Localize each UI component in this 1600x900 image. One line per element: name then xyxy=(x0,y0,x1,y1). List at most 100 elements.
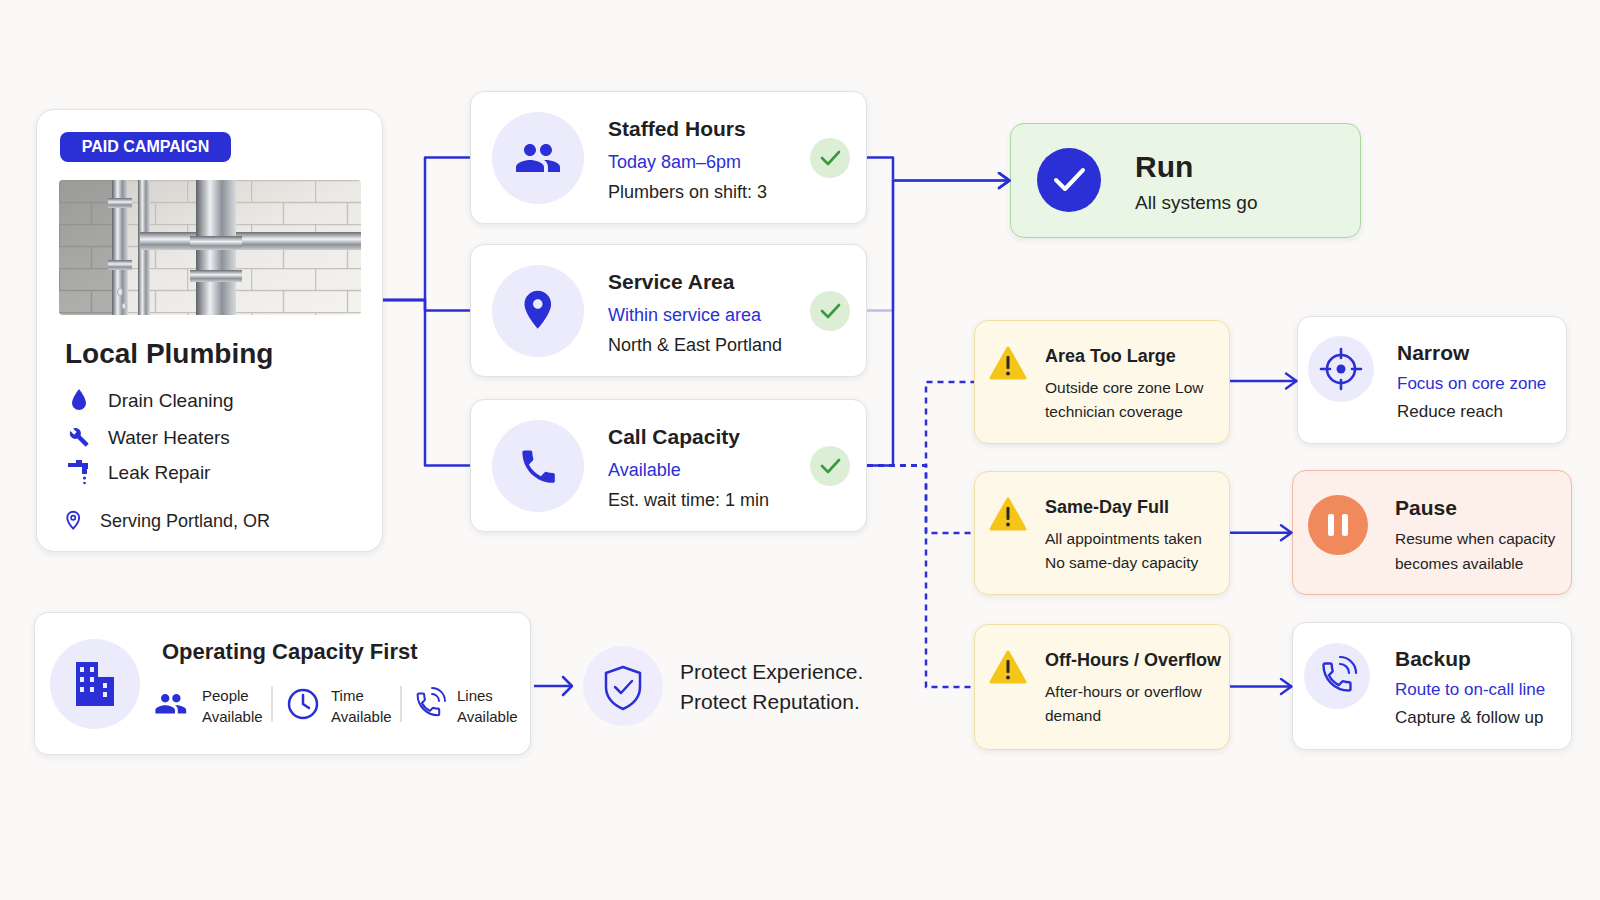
connector-line xyxy=(867,181,1010,311)
action-box: PauseResume when capacity becomes availa… xyxy=(1292,470,1572,595)
building-icon xyxy=(80,687,84,692)
lines-phone-icon xyxy=(432,688,445,701)
faucet-icon xyxy=(68,460,88,484)
plumbing-photo xyxy=(59,180,361,315)
node-text: All appointments taken No same-day capac… xyxy=(1045,527,1219,575)
people-icon xyxy=(155,694,186,714)
node-title: PAID CAMPAIGN xyxy=(60,132,231,162)
node-text: Drain Cleaning xyxy=(108,388,368,414)
building-icon xyxy=(90,667,94,672)
check-badge xyxy=(822,305,839,317)
check-badge xyxy=(810,138,850,178)
check-badge xyxy=(822,152,839,164)
campaign-badge: PAID CAMPAIGN xyxy=(60,132,231,162)
oncall-phone-icon xyxy=(1324,664,1351,691)
divider-line xyxy=(272,686,401,722)
lines-phone-icon xyxy=(418,688,445,715)
warning-icon xyxy=(1007,356,1010,369)
warning-icon xyxy=(1007,507,1010,520)
check-badge xyxy=(810,291,850,331)
leader-arrow xyxy=(563,677,572,695)
node-title: Call Capacity xyxy=(608,423,828,451)
phone-icon xyxy=(522,450,554,482)
connector-line xyxy=(383,158,470,301)
location-icon xyxy=(492,265,584,357)
warning-icon xyxy=(1006,676,1010,680)
plumbing-photo xyxy=(59,180,119,315)
run-check-icon xyxy=(1037,148,1101,212)
run-check-icon xyxy=(1037,148,1101,212)
building-icon xyxy=(76,662,98,706)
phone-icon xyxy=(492,420,584,512)
plumbing-photo xyxy=(108,198,132,208)
node-title: Narrow xyxy=(1397,339,1562,367)
oncall-phone-icon xyxy=(1324,664,1351,691)
people-icon xyxy=(155,694,186,714)
check-badge xyxy=(822,460,839,472)
shield-icon xyxy=(606,667,640,709)
node-text: Within service area xyxy=(608,302,828,328)
node-text: Time Available xyxy=(331,685,401,727)
check-box: Call CapacityAvailableEst. wait time: 1 … xyxy=(470,399,867,532)
node-title: Off-Hours / Overflow xyxy=(1045,647,1227,673)
connector-line xyxy=(1230,532,1292,535)
staff-icon xyxy=(516,144,560,172)
warning-icon xyxy=(1006,523,1010,527)
campaign-card: Local PlumbingDrain CleaningWater Heater… xyxy=(36,109,383,552)
clock-icon xyxy=(303,695,309,708)
node-text: Focus on core zone xyxy=(1397,371,1562,397)
location-icon xyxy=(525,291,552,329)
run-check-icon xyxy=(1056,170,1083,189)
node-title: Local Plumbing xyxy=(65,337,365,371)
node-text: North & East Portland xyxy=(608,332,828,358)
warning-icon xyxy=(991,348,1025,682)
pause-icon xyxy=(1308,495,1368,555)
location-icon xyxy=(525,291,552,329)
node-title: Area Too Large xyxy=(1045,343,1227,369)
pin-icon xyxy=(67,512,79,529)
action-box: BackupRoute to on-call lineCapture & fol… xyxy=(1292,622,1572,750)
action-box: NarrowFocus on core zoneReduce reach xyxy=(1297,316,1567,444)
node-text: Est. wait time: 1 min xyxy=(608,487,828,513)
target-icon xyxy=(1308,336,1374,402)
building-icon xyxy=(90,687,94,692)
node-title: Run xyxy=(1135,149,1335,185)
target-icon xyxy=(1337,365,1346,374)
connector-line xyxy=(867,181,1010,466)
oncall-phone-icon xyxy=(1304,643,1370,709)
node-text: People Available xyxy=(202,685,272,727)
plumbing-photo xyxy=(138,180,150,315)
node-title: Backup xyxy=(1395,645,1565,673)
check-badge xyxy=(810,446,850,486)
pause-icon xyxy=(1308,495,1368,555)
node-text: Capture & follow up xyxy=(1395,705,1565,731)
check-box: Service AreaWithin service areaNorth & E… xyxy=(470,244,867,377)
plumbing-photo xyxy=(112,180,128,315)
shield-icon xyxy=(583,646,663,726)
outcome-box: RunAll systems go xyxy=(1010,123,1361,238)
dashed-connector xyxy=(867,382,974,466)
warning-icon xyxy=(991,348,1025,378)
node-text: Resume when capacity becomes available xyxy=(1395,526,1569,576)
faucet-icon xyxy=(68,460,88,469)
node-text: Available xyxy=(608,457,828,483)
shield-icon xyxy=(583,646,663,726)
plumbing-photo xyxy=(108,260,132,270)
warning-icon xyxy=(1007,660,1010,673)
check-box: Staffed HoursToday 8am–6pmPlumbers on sh… xyxy=(470,91,867,224)
drop-icon xyxy=(72,389,86,410)
clock-icon xyxy=(289,690,317,718)
wrench-icon xyxy=(70,428,89,447)
check-badge xyxy=(810,138,850,486)
pin-icon xyxy=(71,516,75,520)
node-title: Pause xyxy=(1395,494,1565,522)
node-text: Route to on-call line xyxy=(1395,677,1565,703)
node-text: Water Heaters xyxy=(108,425,368,451)
pin-icon xyxy=(67,512,79,529)
oncall-phone-icon xyxy=(1304,643,1370,709)
node-text: Serving Portland, OR xyxy=(100,508,370,534)
node-title: Same-Day Full xyxy=(1045,494,1227,520)
phone-icon xyxy=(522,450,554,482)
pause-icon xyxy=(1342,514,1348,536)
